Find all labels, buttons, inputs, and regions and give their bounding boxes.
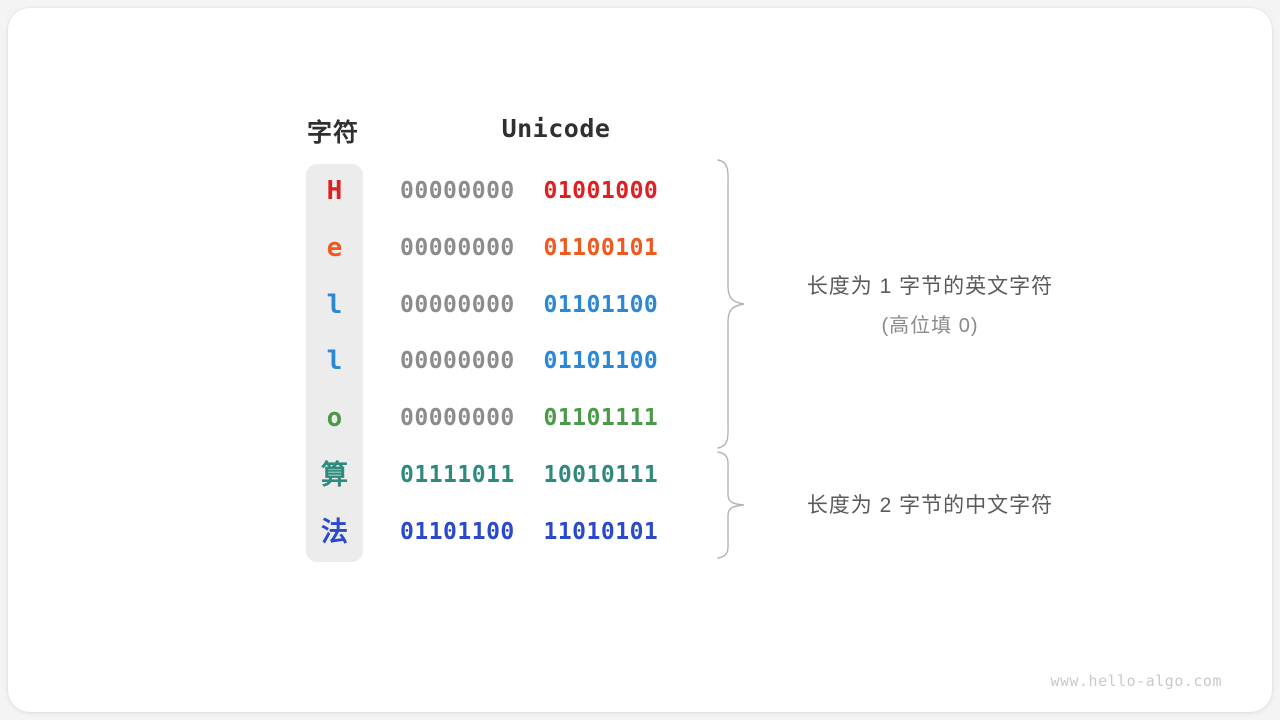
byte-low: 11010101 — [543, 519, 659, 545]
byte-high: 00000000 — [400, 292, 515, 318]
unicode-bits-cell: 00000000 01001000 — [400, 163, 730, 220]
column-header-unicode: Unicode — [501, 114, 611, 143]
byte-low: 10010111 — [543, 462, 659, 488]
character-cell: 法 — [321, 517, 348, 547]
unicode-bits-cell: 00000000 01101111 — [400, 390, 730, 447]
character-column-background — [306, 164, 363, 562]
byte-high: 00000000 — [400, 348, 515, 374]
byte-high: 01101100 — [400, 519, 515, 545]
byte-high: 00000000 — [400, 178, 515, 204]
byte-low: 01101100 — [543, 348, 659, 374]
character-cell: l — [326, 290, 343, 320]
watermark-url: www.hello-algo.com — [1050, 672, 1222, 690]
byte-low: 01101111 — [543, 405, 659, 431]
byte-low: 01001000 — [543, 178, 659, 204]
byte-low: 01100101 — [543, 235, 659, 261]
annotation-ascii-line2: (高位填 0) — [881, 315, 979, 337]
character-cell: e — [326, 233, 343, 263]
byte-low: 01101100 — [543, 292, 659, 318]
annotation-ascii: 长度为 1 字节的英文字符 (高位填 0) — [760, 270, 1100, 338]
unicode-bits-cell: 00000000 01101100 — [400, 333, 730, 390]
unicode-bits-cell: 00000000 01101100 — [400, 277, 730, 334]
column-header-character: 字符 — [306, 119, 359, 147]
annotation-ascii-line1: 长度为 1 字节的英文字符 — [806, 275, 1054, 298]
character-cell: l — [326, 346, 343, 376]
annotation-cjk-line1: 长度为 2 字节的中文字符 — [806, 494, 1054, 517]
unicode-bits-cell: 01111011 10010111 — [400, 447, 730, 504]
byte-high: 01111011 — [400, 462, 515, 488]
unicode-bits-cell: 01101100 11010101 — [400, 504, 730, 561]
byte-high: 00000000 — [400, 405, 515, 431]
character-cell: o — [326, 403, 343, 433]
diagram-card — [8, 8, 1272, 712]
byte-high: 00000000 — [400, 235, 515, 261]
annotation-cjk: 长度为 2 字节的中文字符 — [760, 489, 1100, 519]
unicode-bits-cell: 00000000 01100101 — [400, 220, 730, 277]
character-cell: 算 — [321, 460, 348, 490]
character-cell: H — [326, 176, 343, 206]
